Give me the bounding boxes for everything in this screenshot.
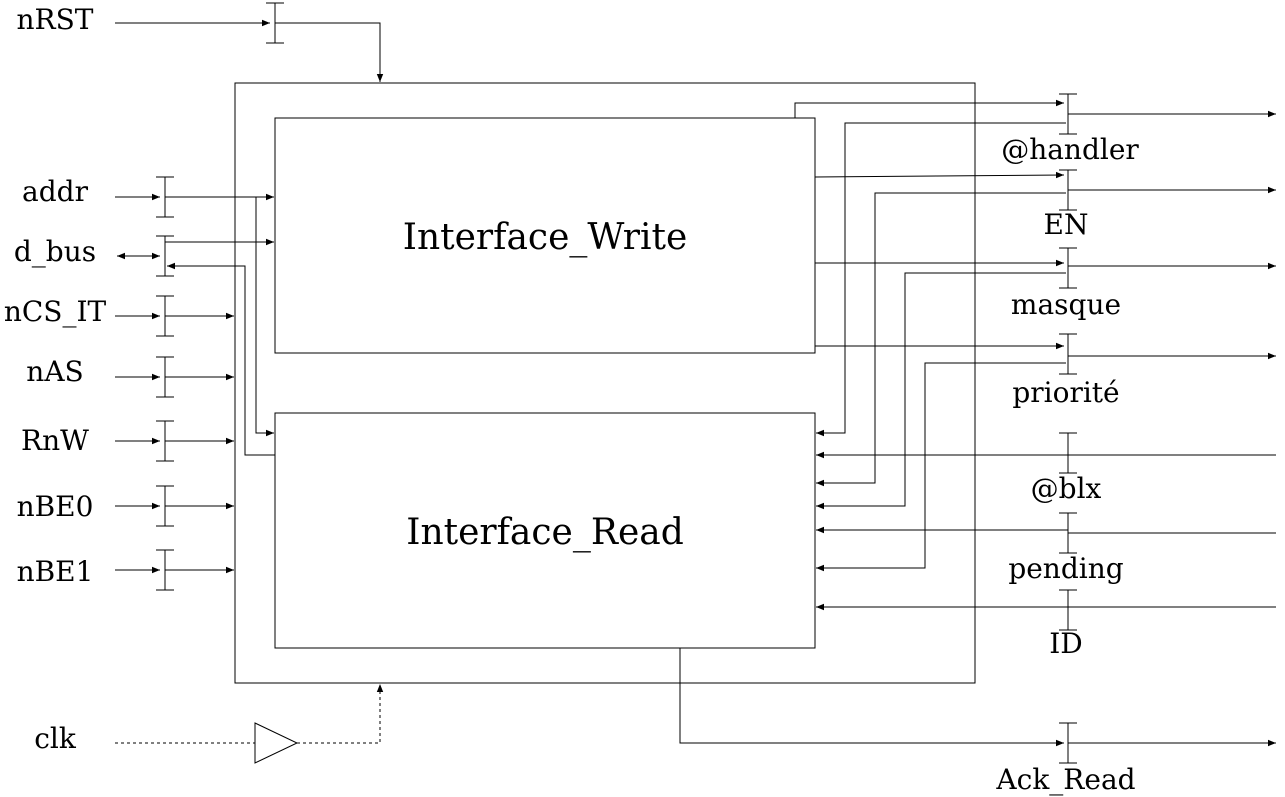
masque-signal: masque (815, 247, 1276, 510)
nrst-signal: nRST (17, 2, 384, 82)
priorite-signal: priorité (815, 333, 1276, 572)
d-bus-label: d_bus (14, 235, 96, 268)
ack-read-label: Ack_Read (995, 763, 1135, 796)
clock-buffer-icon (254, 722, 299, 764)
id-label: ID (1049, 627, 1083, 660)
masque-label: masque (1011, 288, 1121, 321)
interface-write-block: Interface_Write (274, 117, 816, 354)
d-bus-signal: d_bus (14, 235, 275, 456)
addr-signal: addr (22, 175, 274, 437)
blx-signal: @blx (816, 432, 1276, 505)
clk-signal: clk (34, 684, 384, 764)
interface-read-label: Interface_Read (406, 512, 684, 553)
blx-label: @blx (1031, 472, 1102, 505)
pending-signal: pending (816, 512, 1276, 585)
nbe0-signal: nBE0 (17, 485, 234, 527)
clk-label: clk (34, 722, 77, 755)
nas-signal: nAS (26, 355, 234, 398)
en-label: EN (1044, 208, 1089, 241)
ncs-it-signal: nCS_IT (4, 295, 234, 337)
rnw-signal: RnW (21, 420, 234, 462)
rnw-label: RnW (21, 424, 89, 457)
nbe1-label: nBE1 (17, 555, 94, 588)
handler-label: @handler (1001, 133, 1139, 166)
priorite-label: priorité (1012, 376, 1119, 409)
handler-signal: @handler (794, 93, 1276, 437)
nrst-label: nRST (17, 3, 94, 36)
ncs-it-label: nCS_IT (4, 295, 107, 328)
nas-label: nAS (26, 355, 83, 388)
interface-write-label: Interface_Write (403, 217, 688, 258)
nbe1-signal: nBE1 (17, 549, 234, 591)
interface-read-block: Interface_Read (274, 412, 816, 649)
id-signal: ID (816, 589, 1276, 660)
pending-label: pending (1008, 552, 1123, 585)
nbe0-label: nBE0 (17, 490, 94, 523)
ack-read-signal: Ack_Read (679, 648, 1276, 796)
en-signal: EN (814, 169, 1276, 487)
addr-label: addr (22, 175, 89, 208)
